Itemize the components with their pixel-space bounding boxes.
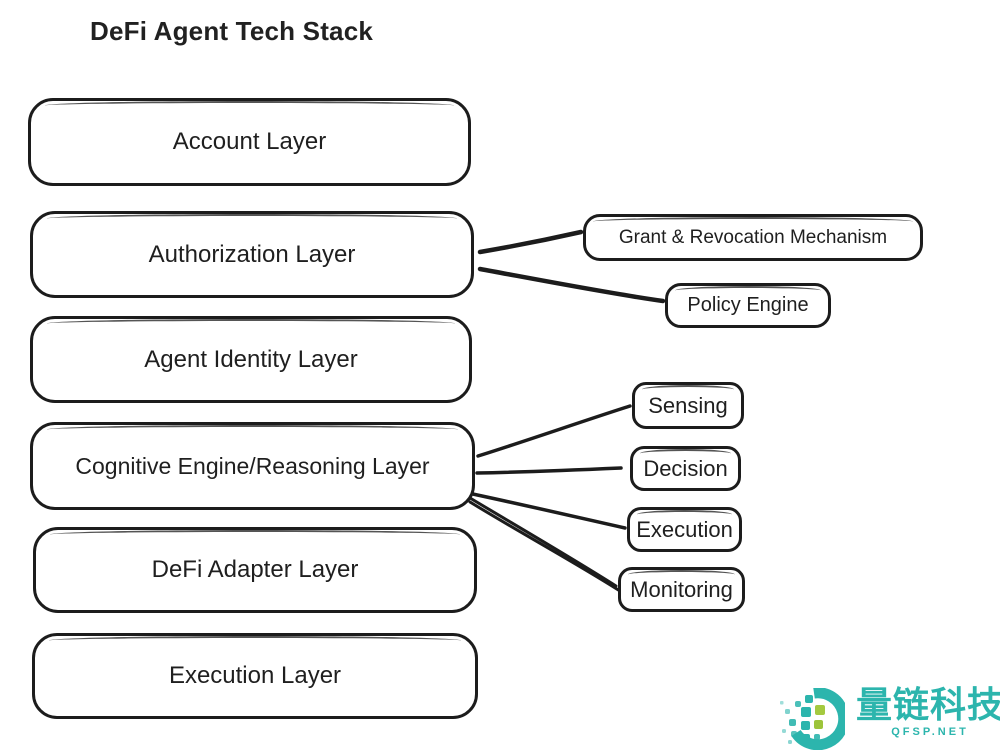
edge-cognitive-monitoring <box>463 493 618 588</box>
node-label: Monitoring <box>630 576 733 602</box>
brand-watermark: 量链科技 QFSP.NET <box>775 682 1000 751</box>
brand-logo-icon <box>780 688 845 750</box>
node-label: DeFi Adapter Layer <box>151 556 359 583</box>
node-label: Execution <box>636 516 733 542</box>
node-label: Authorization Layer <box>148 240 356 268</box>
edge-authorization-grant <box>477 229 584 255</box>
node-sensing: Sensing <box>632 382 744 429</box>
brand-text: 量链科技 QFSP.NET <box>856 686 1000 738</box>
node-label: Execution Layer <box>168 662 342 689</box>
node-monitoring: Monitoring <box>618 567 745 612</box>
node-defi-adapter-layer: DeFi Adapter Layer <box>33 527 477 613</box>
node-label: Sensing <box>648 392 728 418</box>
node-label: Decision <box>643 455 728 481</box>
node-label: Policy Engine <box>687 294 809 316</box>
edge-cognitive-monitoring-2 <box>468 500 622 593</box>
node-grant-revocation-mechanism: Grant & Revocation Mechanism <box>583 214 923 261</box>
node-policy-engine: Policy Engine <box>665 283 831 328</box>
node-execution-component: Execution <box>627 507 742 552</box>
edge-cognitive-sensing <box>476 404 632 458</box>
node-authorization-layer: Authorization Layer <box>30 211 474 298</box>
node-label: Cognitive Engine/Reasoning Layer <box>75 452 430 479</box>
node-cognitive-engine-layer: Cognitive Engine/Reasoning Layer <box>30 422 475 510</box>
brand-name: 量链科技 <box>856 684 1000 725</box>
node-agent-identity-layer: Agent Identity Layer <box>30 316 472 403</box>
brand-site-url: QFSP.NET <box>891 725 969 738</box>
edge-authorization-policy <box>477 266 666 304</box>
node-label: Account Layer <box>172 128 327 155</box>
node-label: Agent Identity Layer <box>144 345 358 373</box>
node-decision: Decision <box>630 446 741 491</box>
edge-cognitive-decision <box>475 466 623 475</box>
diagram-title: DeFi Agent Tech Stack <box>90 16 374 46</box>
node-account-layer: Account Layer <box>28 98 471 186</box>
edge-cognitive-execution <box>466 491 627 530</box>
node-label: Grant & Revocation Mechanism <box>618 226 888 248</box>
node-execution-layer: Execution Layer <box>32 633 478 719</box>
